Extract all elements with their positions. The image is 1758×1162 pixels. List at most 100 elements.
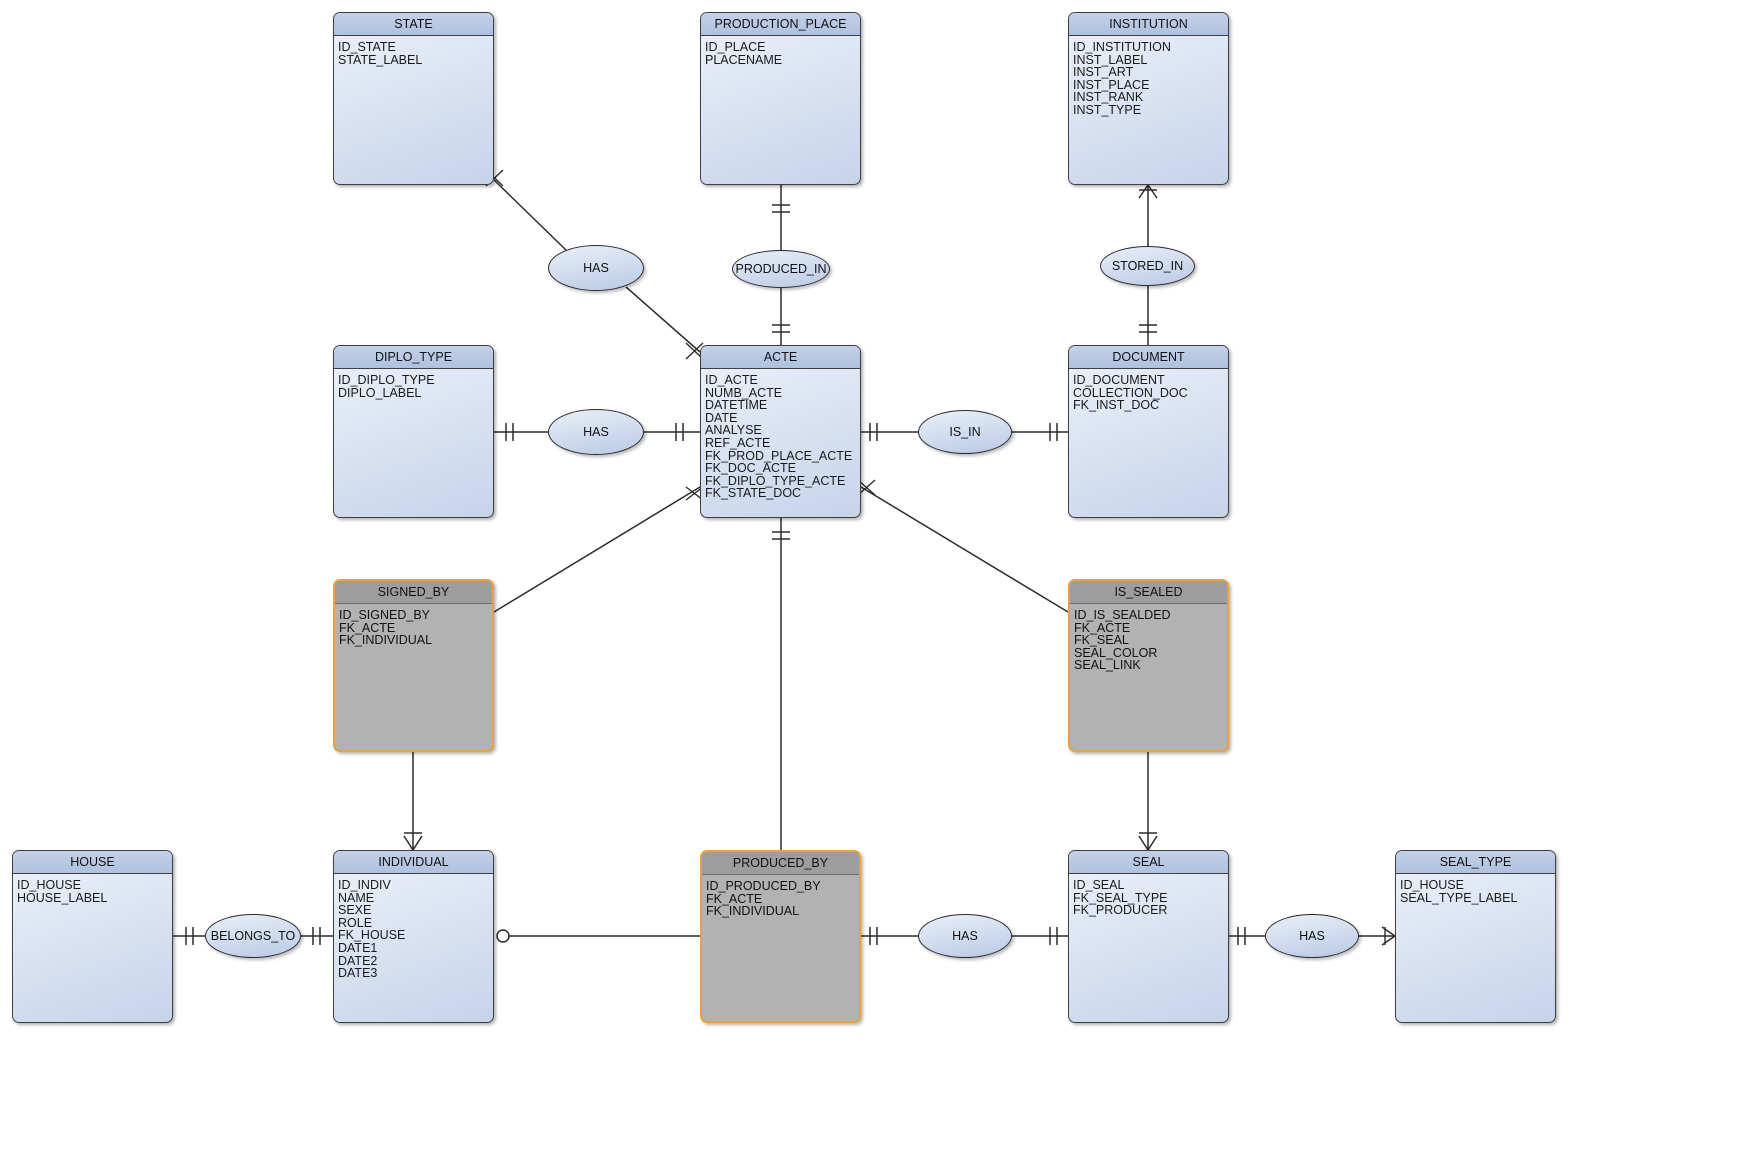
relationship-label: HAS (583, 425, 609, 439)
field-row: ID_INSTITUTION (1073, 40, 1171, 54)
field-row: SEAL_COLOR (1074, 645, 1158, 660)
relationship-label: BELONGS_TO (210, 929, 296, 943)
field-row: ID_HOUSE (1400, 878, 1464, 892)
field-row: FK_INDIVIDUAL (706, 904, 800, 919)
entity-title-is_sealed: IS_SEALED (1070, 581, 1227, 604)
field-row: DIPLO_LABEL (338, 385, 422, 400)
field-row: FK_ACTE (339, 620, 396, 635)
relationship-label: HAS (583, 261, 609, 275)
relationship-label: HAS (952, 929, 978, 943)
relationship-rel_seal_sealtype[interactable]: HAS (1265, 914, 1359, 958)
field-row: DATE2 (338, 953, 378, 968)
field-row: ID_HOUSE (17, 878, 81, 892)
field-row: HOUSE_LABEL (17, 890, 108, 905)
field-row: ID_PRODUCED_BY (706, 879, 821, 893)
field-row: DATETIME (705, 398, 768, 413)
field-row: INST_TYPE (1073, 102, 1142, 117)
relationship-rel_place_acte[interactable]: PRODUCED_IN (732, 250, 830, 288)
relationship-rel_state_acte[interactable]: HAS (548, 245, 644, 291)
field-row: INST_ART (1073, 65, 1134, 80)
entity-title-institution: INSTITUTION (1069, 13, 1228, 36)
field-row: PLACENAME (705, 52, 783, 67)
field-row: FK_PRODUCER (1073, 903, 1168, 918)
field-row: ROLE (338, 915, 373, 930)
entity-title-document: DOCUMENT (1069, 346, 1228, 369)
relationship-label: IS_IN (949, 425, 981, 439)
field-row: STATE_LABEL (338, 52, 423, 67)
field-row: COLLECTION_DOC (1073, 385, 1188, 400)
entity-title-house: HOUSE (13, 851, 172, 874)
relationship-rel_producedby_seal[interactable]: HAS (918, 914, 1012, 958)
relationship-rel_house_individual[interactable]: BELONGS_TO (205, 914, 301, 958)
field-row: FK_SEAL_TYPE (1073, 890, 1168, 905)
field-row: INST_RANK (1073, 90, 1144, 105)
field-row: SEAL_LINK (1074, 658, 1141, 673)
field-row: FK_SEAL (1074, 633, 1129, 648)
entity-title-seal_type: SEAL_TYPE (1396, 851, 1555, 874)
relationship-label: STORED_IN (1111, 259, 1184, 273)
relationship-label: HAS (1299, 929, 1325, 943)
field-row: REF_ACTE (705, 435, 771, 450)
field-row: ID_SIGNED_BY (339, 608, 431, 622)
entity-title-state: STATE (334, 13, 493, 36)
field-row: ID_DIPLO_TYPE (338, 373, 435, 387)
entity-title-seal: SEAL (1069, 851, 1228, 874)
relationship-rel_inst_document[interactable]: STORED_IN (1100, 246, 1195, 286)
entity-title-individual: INDIVIDUAL (334, 851, 493, 874)
field-row: ID_ACTE (705, 373, 758, 387)
field-row: ANALYSE (705, 423, 762, 438)
entity-title-acte: ACTE (701, 346, 860, 369)
field-row: SEAL_TYPE_LABEL (1400, 890, 1518, 905)
field-row: DATE1 (338, 940, 378, 955)
field-row: FK_ACTE (706, 891, 763, 906)
field-row: FK_ACTE (1074, 620, 1131, 635)
field-row: FK_STATE_DOC (705, 486, 802, 501)
entity-title-signed_by: SIGNED_BY (335, 581, 492, 604)
entity-title-produced_by: PRODUCED_BY (702, 852, 859, 875)
field-row: ID_IS_SEALDED (1074, 608, 1171, 622)
field-row: FK_DOC_ACTE (705, 461, 796, 476)
entity-title-production_place: PRODUCTION_PLACE (701, 13, 860, 36)
relationship-label: PRODUCED_IN (735, 262, 827, 276)
field-row: ID_INDIV (338, 878, 391, 892)
field-row: DATE3 (338, 966, 378, 981)
relationship-rel_diplo_acte[interactable]: HAS (548, 409, 644, 455)
relationship-rel_acte_document[interactable]: IS_IN (918, 410, 1012, 454)
field-row: FK_DIPLO_TYPE_ACTE (705, 473, 846, 488)
field-row: ID_DOCUMENT (1073, 373, 1165, 387)
field-row: INST_PLACE (1073, 77, 1150, 92)
field-row: NAME (338, 890, 375, 905)
field-row: FK_INDIVIDUAL (339, 633, 433, 648)
field-row: ID_SEAL (1073, 878, 1125, 892)
field-row: FK_HOUSE (338, 928, 406, 943)
field-row: FK_PROD_PLACE_ACTE (705, 448, 853, 463)
entity-title-diplo_type: DIPLO_TYPE (334, 346, 493, 369)
